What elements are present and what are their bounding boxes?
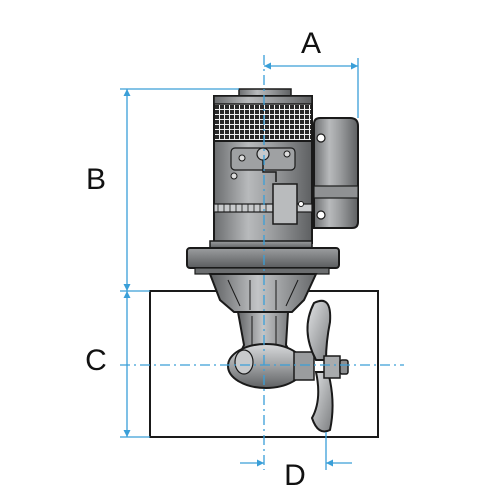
- dimension-label-a: A: [300, 27, 322, 60]
- propeller-hub: [323, 355, 341, 379]
- dimension-label-b: B: [85, 163, 107, 196]
- dimension-label-d: D: [284, 459, 306, 492]
- dimension-label-c: C: [85, 344, 107, 377]
- propeller-blade-upper: [306, 299, 332, 361]
- dimension-lines: [120, 55, 404, 470]
- gear-housing-upper: [208, 273, 318, 313]
- mounting-flange: [186, 247, 340, 269]
- propeller-blade-lower: [310, 371, 334, 433]
- solenoid-box: [313, 117, 359, 229]
